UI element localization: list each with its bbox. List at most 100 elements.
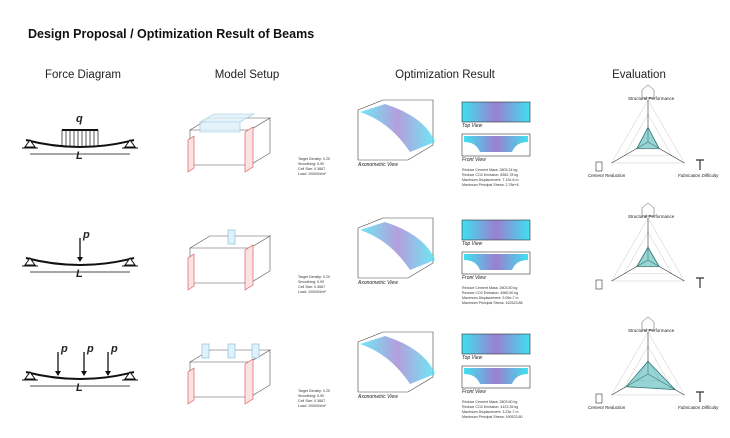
- result-metric: Reduce CO2 Emission: 8362.78 kg: [462, 173, 519, 177]
- building-icon: [641, 202, 655, 217]
- radar-grid: [623, 113, 673, 157]
- setup-parameter: Smoothing: 0.90: [298, 280, 325, 284]
- cement-icon: [595, 279, 603, 290]
- radar-label-fabrication-difficulty: Fabrication Difficulty: [678, 173, 719, 178]
- load-patch: [201, 343, 210, 359]
- page-title: Design Proposal / Optimization Result of…: [28, 27, 315, 41]
- span-label: L: [76, 382, 83, 394]
- setup-parameter: Cell Size: 0.3667: [298, 399, 326, 403]
- axo-box: [357, 217, 434, 279]
- hammer-icon: [696, 159, 704, 170]
- support-block-left: [187, 367, 195, 405]
- support-icon: [24, 371, 36, 380]
- hammer-icon: [696, 391, 704, 402]
- radar-grid: [623, 231, 673, 275]
- setup-parameter: Cell Size: 0.3667: [298, 285, 326, 289]
- result-metric: Maximum Displacement: 9.05e-7 m: [462, 296, 519, 300]
- top-view-label: Top View: [462, 355, 483, 361]
- radar-area: [636, 126, 660, 149]
- result-metric: Reduce CO2 Emission: 4123.35 kg: [462, 405, 519, 409]
- column-header-force-diagram: Force Diagram: [44, 69, 122, 81]
- radar-label-structural-performance: Structural Performance: [628, 328, 675, 333]
- load-patch: [227, 343, 236, 359]
- radar-label-structural-performance: Structural Performance: [628, 214, 675, 219]
- radar-label-cement-reduction: Cement Reduction: [588, 405, 626, 410]
- load-region: [198, 113, 256, 133]
- support-icon: [24, 139, 36, 148]
- radar-area: [636, 246, 660, 267]
- front-view-shape: [464, 136, 528, 152]
- setup-parameter: Target Density: 0.20: [298, 157, 330, 161]
- building-icon: [641, 84, 655, 99]
- axo-box: [357, 331, 434, 393]
- hammer-icon: [696, 277, 704, 288]
- support-block-left: [187, 253, 195, 291]
- top-view-label: Top View: [462, 123, 483, 129]
- result-metric: Maximum Displacement: 7.12e-6 m: [462, 178, 519, 182]
- setup-parameter: Load: 10000N/m²: [298, 172, 326, 176]
- beam-curve: [25, 257, 135, 266]
- front-view-shape: [464, 368, 528, 384]
- front-view-label: Front View: [462, 275, 486, 281]
- support-block-left: [187, 135, 195, 173]
- load-label: p: [87, 343, 94, 355]
- front-view-label: Front View: [462, 157, 486, 163]
- result-metric: Maximum Principal Stress: 2.78e+6: [462, 183, 519, 187]
- result-metric: Maximum Principal Stress: 162523.88: [462, 301, 523, 305]
- top-view-thumbnail: [461, 219, 531, 241]
- axonometric-view-label: Axonometric View: [358, 394, 398, 400]
- axo-optimized-shape: [360, 336, 435, 384]
- load-patch: [227, 229, 236, 245]
- span-label: L: [76, 150, 83, 162]
- load-label: p: [83, 229, 90, 241]
- top-view-thumbnail: [461, 101, 531, 123]
- axonometric-view-label: Axonometric View: [358, 162, 398, 168]
- load-label: p: [61, 343, 68, 355]
- column-header-model-setup: Model Setup: [214, 69, 280, 81]
- arrow-head: [81, 371, 87, 376]
- beam-curve: [25, 139, 135, 148]
- support-icon: [124, 139, 136, 148]
- radar-label-structural-performance: Structural Performance: [628, 96, 675, 101]
- setup-parameter: Target Density: 0.20: [298, 275, 330, 279]
- arrow-head: [77, 257, 83, 262]
- radar-grid: [635, 245, 661, 268]
- result-metric: Maximum Principal Stress: 190523.80: [462, 415, 523, 419]
- setup-parameter: Load: 10000N/m²: [298, 290, 326, 294]
- axo-optimized-shape: [360, 222, 435, 270]
- axonometric-view-label: Axonometric View: [358, 280, 398, 286]
- radar-area: [625, 360, 677, 391]
- setup-parameter: Cell Size: 0.3667: [298, 167, 326, 171]
- arrow-head: [105, 371, 111, 376]
- support-icon: [24, 257, 36, 266]
- front-view-label: Front View: [462, 389, 486, 395]
- distributed-load-bar: [62, 129, 98, 131]
- axo-optimized-shape: [360, 104, 435, 152]
- support-icon: [124, 371, 136, 380]
- cement-icon: [595, 393, 603, 404]
- span-label: L: [76, 268, 83, 280]
- column-header-evaluation: Evaluation: [612, 69, 666, 81]
- axo-box: [357, 99, 434, 161]
- arrow-head: [55, 371, 61, 376]
- support-block-right: [244, 126, 254, 173]
- result-metric: Reduce Cement Mass: 2803.24 kg: [462, 168, 518, 172]
- top-view-thumbnail: [461, 333, 531, 355]
- load-patch: [251, 343, 260, 359]
- support-icon: [124, 257, 136, 266]
- radar-label-fabrication-difficulty: Fabrication Difficulty: [678, 405, 719, 410]
- result-metric: Reduce CO2 Emission: 4980.50 kg: [462, 291, 519, 295]
- result-metric: Reduce Cement Mass: 2803.50 kg: [462, 286, 518, 290]
- load-label: p: [111, 343, 118, 355]
- radar-grid: [611, 331, 685, 396]
- radar-grid: [611, 99, 685, 164]
- support-block-right: [244, 244, 254, 291]
- top-view-label: Top View: [462, 241, 483, 247]
- setup-parameter: Target Density: 0.20: [298, 389, 330, 393]
- setup-parameter: Smoothing: 0.90: [298, 394, 325, 398]
- load-label: q: [76, 113, 83, 125]
- beam-curve: [25, 371, 135, 380]
- building-icon: [641, 316, 655, 331]
- front-view-shape: [464, 254, 528, 270]
